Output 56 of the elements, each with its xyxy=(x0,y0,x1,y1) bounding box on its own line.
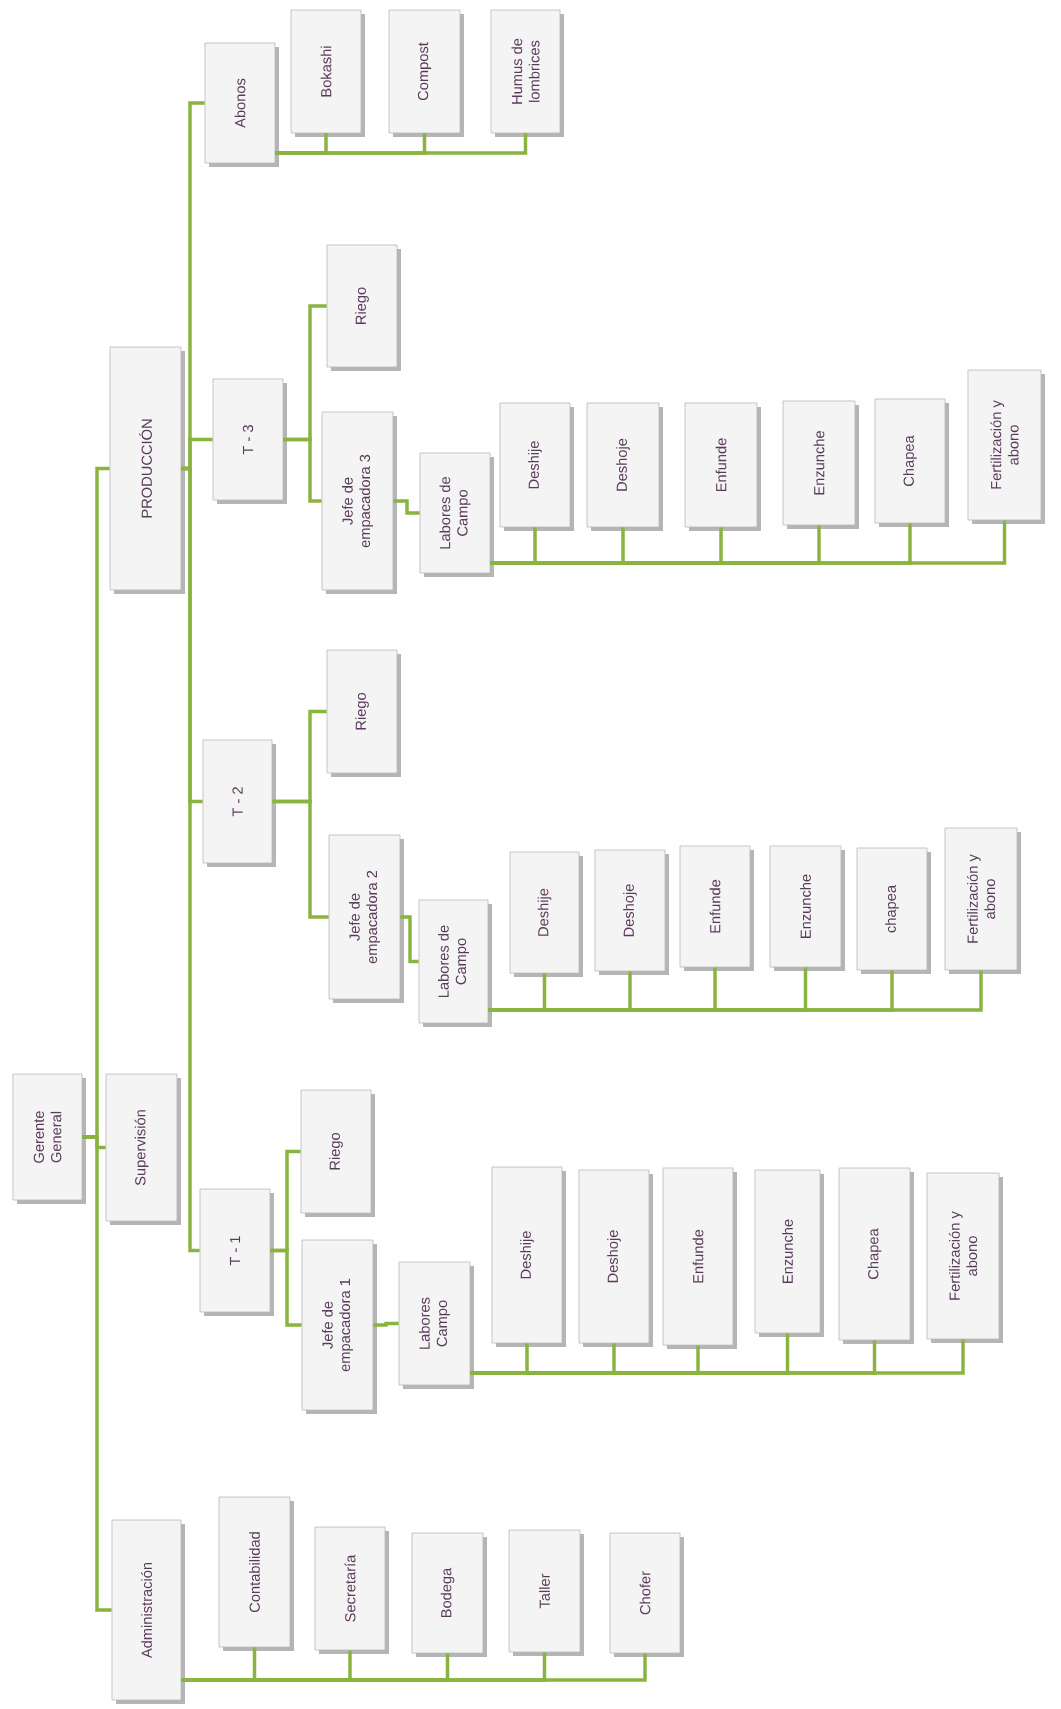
org-box: Fertilización y abono xyxy=(926,1172,1003,1343)
org-box: Jefe de empacadora 1 xyxy=(301,1239,377,1414)
connector-line xyxy=(272,799,329,919)
org-box: Fertilización y abono xyxy=(944,827,1021,974)
org-box: T - 3 xyxy=(212,378,287,504)
connector-line xyxy=(181,1653,647,1682)
org-box: Deshoje xyxy=(578,1169,653,1347)
org-box: Chofer xyxy=(609,1532,684,1657)
org-box: Jefe de empacadora 3 xyxy=(321,411,397,594)
org-box: Labores Campo xyxy=(398,1261,474,1389)
org-box: Deshoje xyxy=(594,849,669,975)
org-box: Labores de Campo xyxy=(419,452,494,577)
connector-line xyxy=(82,1135,112,1612)
org-box: Enzunche xyxy=(754,1169,824,1337)
org-box: Riego xyxy=(326,244,401,371)
org-box: T - 2 xyxy=(202,739,276,867)
org-box: Deshije xyxy=(509,851,583,977)
org-box: Abonos xyxy=(204,42,279,167)
org-box: Bodega xyxy=(411,1532,487,1657)
org-box: Compost xyxy=(388,9,464,137)
org-box: Enzunche xyxy=(782,400,859,529)
org-box: Gerente General xyxy=(12,1073,86,1204)
org-box: Enfunde xyxy=(679,845,754,971)
connector-line xyxy=(400,915,419,964)
org-box: Deshije xyxy=(499,402,574,531)
org-box: Bokashi xyxy=(290,9,365,137)
org-box: Chapea xyxy=(838,1167,914,1344)
org-box: Jefe de empacadora 2 xyxy=(328,834,404,1003)
org-box: Administración xyxy=(111,1519,185,1704)
connector-line xyxy=(283,437,322,503)
org-box: Enzunche xyxy=(769,845,845,971)
org-box: Deshije xyxy=(491,1166,566,1347)
org-box: PRODUCCIÓN xyxy=(109,346,185,594)
connector-line xyxy=(488,970,983,1012)
org-box: Contabilidad xyxy=(218,1496,294,1651)
org-box: Chapea xyxy=(874,398,949,527)
org-box: Deshoje xyxy=(586,402,663,531)
connector-line xyxy=(373,1321,399,1327)
connector-line xyxy=(181,466,200,1253)
org-box: Enfunde xyxy=(684,402,761,531)
org-box: Riego xyxy=(326,649,401,777)
connector-line xyxy=(275,133,528,155)
org-box: chapea xyxy=(856,847,931,974)
org-box: Supervisión xyxy=(105,1073,181,1225)
connector-line xyxy=(470,1339,965,1375)
org-box: Fertilización y abono xyxy=(967,369,1045,524)
org-box: Humus de lombrices xyxy=(490,9,564,137)
org-box: T - 1 xyxy=(199,1188,274,1316)
connector-line xyxy=(270,1248,302,1327)
org-box: Secretaría xyxy=(314,1526,389,1654)
connector-line xyxy=(393,499,420,515)
connector-line xyxy=(490,520,1007,565)
org-box: Enfunde xyxy=(662,1167,737,1349)
org-box: Labores de Campo xyxy=(418,899,492,1027)
org-box: Riego xyxy=(300,1089,375,1217)
org-box: Taller xyxy=(508,1529,584,1656)
